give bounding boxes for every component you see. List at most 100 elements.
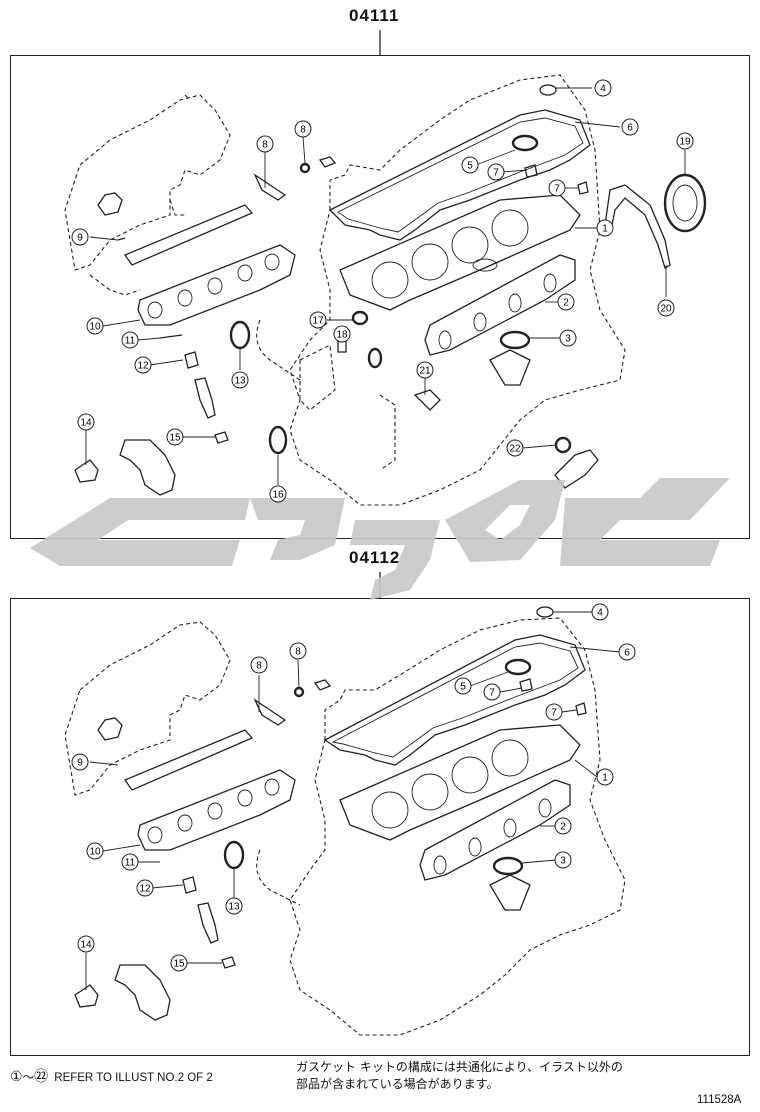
top-callout-label: 15 [169,433,181,444]
bottom-callout-label: 12 [139,884,151,895]
top-callout-label: 7 [493,168,499,179]
top-callout-label: 20 [660,304,672,315]
bottom-callout-circle [225,897,243,915]
top-callout-circle [676,132,694,150]
bottom-intake-manifold-gasket [137,769,296,851]
bottom-bolt-small [313,679,332,691]
top-callout-label: 5 [467,161,473,172]
top-callout-circle [294,120,312,138]
bottom-callout-circle [289,642,307,660]
top-callout-label: 1 [602,224,608,235]
bottom-ring-3 [492,856,524,876]
bottom-callout-label: 10 [89,847,101,858]
bottom-bolt-8a [253,698,287,726]
top-callout-circle [594,79,612,97]
bottom-callout-circle [596,768,614,786]
bottom-callout-circle [554,817,572,835]
top-callout-label: 19 [679,137,691,148]
top-cylinder-head-gasket [339,194,581,311]
top-part-13 [184,351,199,369]
top-engine-block-outline [289,74,626,506]
bottom-callout-label: 6 [624,648,630,659]
top-callout-circle [559,329,577,347]
bottom-plug-4 [536,606,554,618]
top-callout-circle [333,325,351,343]
bottom-callout-label: 11 [125,858,136,869]
top-callout-label: 4 [600,84,606,95]
bottom-callout-label: 14 [80,940,92,951]
bottom-bolt-7b [575,702,587,716]
bottom-engine-block-outline [289,617,626,1036]
top-callout-circle [166,428,184,446]
bottom-part-15 [221,956,236,969]
top-plug-4 [539,84,557,96]
top-oil-pan-detail [299,344,336,411]
top-head-cover-gasket-inner [337,117,584,233]
top-part-14 [74,459,99,483]
top-callout-label: 10 [89,322,101,333]
top-washer-8b [299,162,311,174]
top-callout-circle [231,371,249,389]
top-bolt-7b [577,181,589,195]
top-callout-label: 18 [336,330,348,341]
top-callout-circle [416,361,434,379]
top-dashed-hose [256,319,301,381]
top-throttle-part [97,192,123,216]
top-intake-lower-outline [89,274,141,296]
refer-text: REFER TO ILLUST NO.2 OF 2 [54,1072,213,1084]
footer-refer-note: ①～㉒ REFER TO ILLUST NO.2 OF 2 [10,1066,213,1086]
top-callout-label: 8 [262,140,268,151]
bottom-head-cover-gasket [323,634,586,766]
bottom-throttle-part [97,717,123,741]
bottom-callout-circle [545,703,563,721]
top-water-pipe [119,439,176,496]
bottom-callout-circle [71,753,89,771]
top-callout-circle [621,118,639,136]
top-callout-circle [71,228,89,246]
bottom-callout-circle [121,853,139,871]
section-code-04112: 04112 [349,548,401,567]
bottom-callout-label: 2 [560,822,566,833]
range-end-symbol: ㉒ [34,1068,49,1084]
bottom-exhaust-manifold-gasket [419,779,571,881]
top-callout-circle [461,156,479,174]
bottom-ring-5 [504,658,532,676]
top-callout-label: 17 [312,316,324,327]
top-timing-gasket [604,184,671,269]
top-callout-label: 7 [554,184,560,195]
callout-group: 1234567788910111213141516171819202122123… [71,79,694,972]
bottom-callout-circle [591,603,609,621]
top-intake-manifold-outline [64,94,231,271]
bottom-leaders [85,611,621,990]
top-head-cover-gasket [328,109,591,241]
bottom-callout-label: 8 [295,647,301,658]
bottom-sensor [197,902,219,944]
top-ring-extra [367,347,383,369]
top-ring-5 [511,134,539,152]
top-callout-circle [121,331,139,349]
top-lower-detail [379,394,396,471]
bottom-callout-label: 4 [597,608,603,619]
top-callout-label: 11 [125,336,136,347]
top-callout-circle [77,413,95,431]
range-start-symbol: ① [10,1068,23,1084]
bottom-part-13 [182,876,197,894]
bottom-water-pipe [114,964,171,1021]
bottom-callout-circle [618,643,636,661]
top-ring-16 [268,425,288,455]
bottom-callout-circle [454,677,472,695]
top-callout-circle [487,163,505,181]
bottom-callout-circle [77,935,95,953]
top-bolt-7a [524,164,538,178]
top-callout-label: 16 [272,490,284,501]
bottom-head-cover-gasket-inner [331,642,579,758]
top-callout-label: 6 [627,123,633,134]
top-gasket-strip [124,204,254,266]
top-callout-circle [506,439,524,457]
top-callout-circle [256,135,274,153]
bottom-callout-label: 15 [173,959,185,970]
bottom-callout-label: 8 [256,661,262,672]
top-ring-12 [229,320,251,350]
top-callout-circle [548,179,566,197]
